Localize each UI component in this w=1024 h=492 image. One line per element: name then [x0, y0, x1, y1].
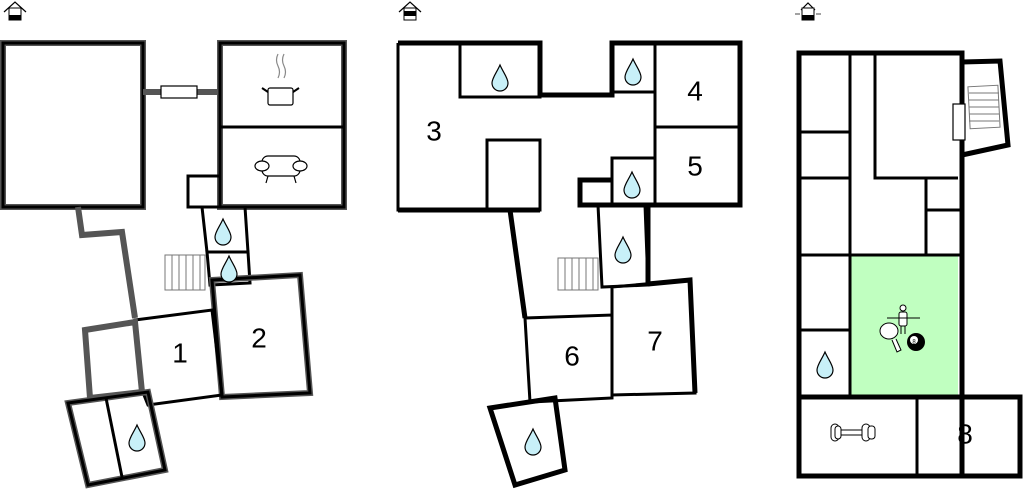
house-basement-icon — [795, 2, 821, 21]
room-number: 8 — [957, 418, 973, 449]
dumbbell-icon — [830, 423, 876, 442]
room-number: 6 — [564, 340, 580, 371]
water-drop-icon — [623, 171, 641, 199]
first-floor-walls — [396, 40, 743, 489]
svg-text:8: 8 — [912, 340, 916, 346]
water-drop-icon — [614, 236, 632, 264]
water-drop-icon — [220, 255, 238, 283]
water-drop-icon — [524, 428, 542, 456]
room-number: 4 — [687, 75, 703, 106]
room-number: 2 — [251, 322, 267, 353]
stairs-icon — [164, 254, 206, 291]
sofa-icon — [254, 155, 308, 184]
window — [952, 103, 966, 141]
water-drop-icon — [214, 218, 232, 246]
ping-pong-icon — [879, 322, 902, 353]
billiard-ball-icon: 8 — [907, 333, 925, 351]
room-number: 5 — [687, 150, 703, 181]
kitchen-pot-icon — [261, 53, 300, 106]
stairs-icon — [557, 257, 599, 291]
foosball-icon — [887, 304, 920, 334]
first-floor-plan: 3 4 5 6 7 — [396, 1, 743, 489]
basement-walls — [796, 50, 1023, 479]
water-drop-icon — [816, 351, 834, 379]
room-number: 7 — [647, 325, 663, 356]
ground-floor-walls — [0, 40, 347, 489]
water-drop-icon — [491, 64, 509, 92]
house-upper-floor-icon — [398, 1, 422, 21]
house-ground-floor-icon — [3, 1, 27, 21]
window — [160, 85, 198, 99]
water-drop-icon — [624, 58, 642, 86]
room-number: 3 — [426, 115, 442, 146]
stairs-icon — [967, 84, 1001, 130]
ground-floor-plan: 1 2 — [0, 1, 347, 489]
basement-plan: 8 8 — [795, 2, 1023, 479]
room-number: 1 — [172, 337, 188, 368]
water-drop-icon — [128, 424, 146, 452]
